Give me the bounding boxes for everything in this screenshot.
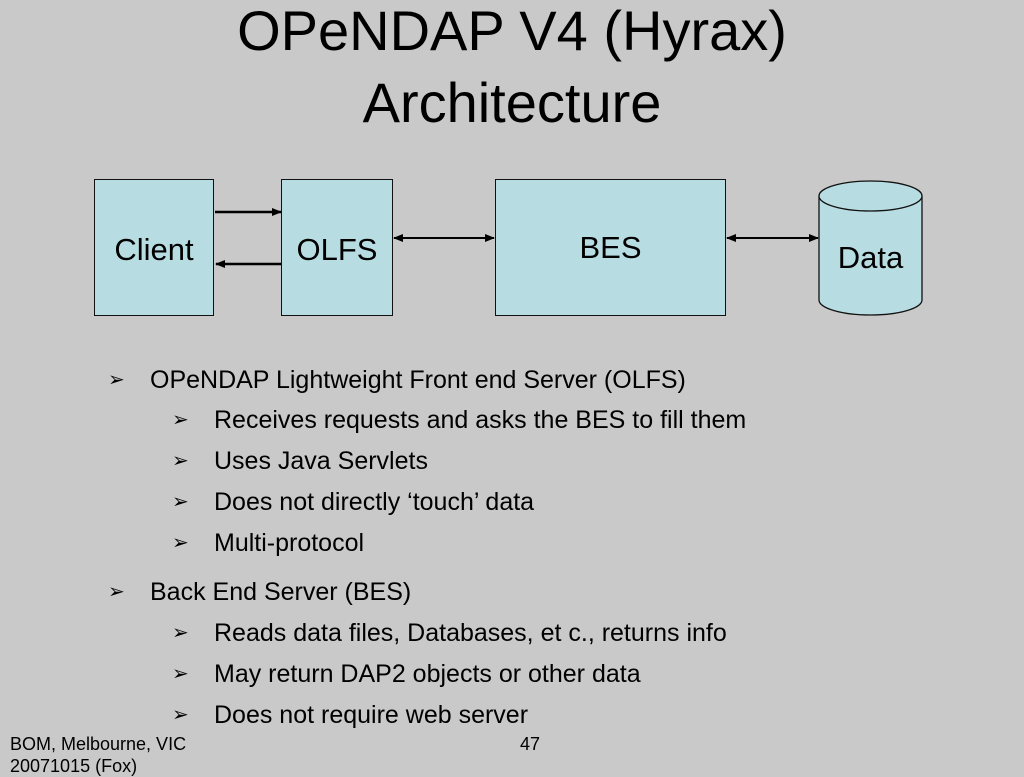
olfs-label: OLFS bbox=[296, 232, 378, 267]
arrowhead-bullet-icon: ➢ bbox=[172, 409, 189, 431]
slide-title-line-2: Architecture bbox=[362, 71, 662, 134]
bullet-olfs-item: ➢ Multi-protocol bbox=[172, 528, 365, 558]
bullet-olfs-item: ➢ Uses Java Servlets bbox=[172, 446, 428, 476]
bullet-bes-item: ➢ May return DAP2 objects or other data bbox=[172, 659, 641, 689]
bullet-olfs-heading: ➢ OPeNDAP Lightweight Front end Server (… bbox=[108, 365, 686, 395]
bullet-text: Does not directly ‘touch’ data bbox=[214, 488, 535, 516]
bullet-text: Does not require web server bbox=[214, 701, 529, 729]
client-box: Client bbox=[94, 179, 214, 316]
bullet-text: Receives requests and asks the BES to fi… bbox=[214, 406, 747, 434]
footer-location-line-1: BOM, Melbourne, VIC bbox=[10, 734, 187, 754]
data-label: Data bbox=[837, 240, 904, 275]
arrowhead-bullet-icon: ➢ bbox=[172, 704, 189, 726]
client-label: Client bbox=[114, 232, 194, 267]
bes-box: BES bbox=[495, 179, 726, 316]
slide-title: OPeNDAP V4 (Hyrax) Architecture bbox=[0, 0, 1024, 139]
arrowhead-bullet-icon: ➢ bbox=[108, 369, 125, 391]
arrowhead-bullet-icon: ➢ bbox=[172, 450, 189, 472]
arrowhead-bullet-icon: ➢ bbox=[172, 491, 189, 513]
bullet-text: Reads data files, Databases, et c., retu… bbox=[214, 619, 727, 647]
bes-label: BES bbox=[579, 230, 642, 265]
data-cylinder: Data bbox=[818, 180, 923, 316]
arrowhead-bullet-icon: ➢ bbox=[172, 622, 189, 644]
slide-title-line-1: OPeNDAP V4 (Hyrax) bbox=[237, 0, 787, 62]
bullet-bes-item: ➢ Does not require web server bbox=[172, 700, 529, 730]
bullet-text: May return DAP2 objects or other data bbox=[214, 660, 641, 688]
bullet-olfs-item: ➢ Does not directly ‘touch’ data bbox=[172, 487, 535, 517]
bullet-bes-item: ➢ Reads data files, Databases, et c., re… bbox=[172, 618, 727, 648]
footer-location-line-2: 20071015 (Fox) bbox=[10, 756, 138, 776]
arrowhead-bullet-icon: ➢ bbox=[172, 532, 189, 554]
arrowhead-bullet-icon: ➢ bbox=[172, 663, 189, 685]
page-number: 47 bbox=[520, 734, 541, 754]
olfs-box: OLFS bbox=[281, 179, 393, 316]
bullet-text: Multi-protocol bbox=[214, 529, 365, 557]
bullet-text: Uses Java Servlets bbox=[214, 447, 428, 475]
bullet-text: OPeNDAP Lightweight Front end Server (OL… bbox=[150, 366, 686, 394]
bullet-text: Back End Server (BES) bbox=[150, 578, 412, 606]
arrowhead-bullet-icon: ➢ bbox=[108, 581, 125, 603]
footer-location: BOM, Melbourne, VIC 20071015 (Fox) bbox=[10, 733, 186, 777]
bullet-bes-heading: ➢ Back End Server (BES) bbox=[108, 577, 412, 607]
database-cylinder-icon bbox=[818, 180, 923, 316]
bullet-olfs-item: ➢ Receives requests and asks the BES to … bbox=[172, 405, 747, 435]
